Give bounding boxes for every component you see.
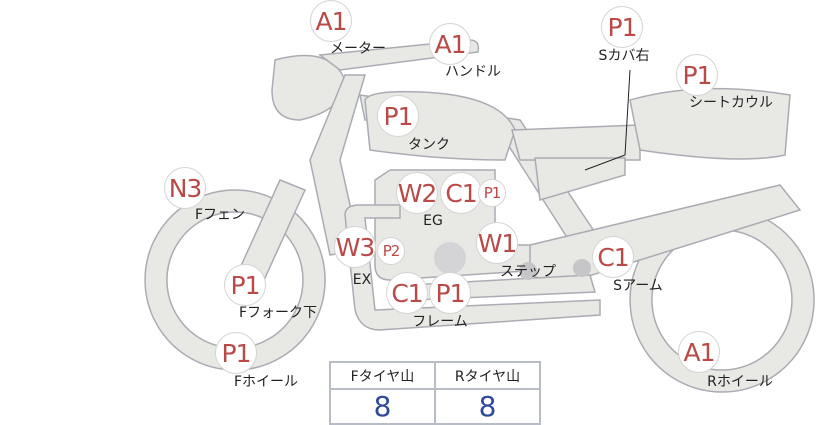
engine-cover bbox=[434, 242, 466, 274]
label-front-fork-lower: Fフォーク下 bbox=[238, 305, 318, 321]
label-rear-wheel: Rホイール bbox=[707, 374, 773, 390]
badge-engine-w2: W2 bbox=[396, 172, 438, 214]
badge-rear-wheel: A1 bbox=[678, 331, 720, 373]
badge-frame-p1: P1 bbox=[429, 272, 471, 314]
label-side-cover-right: Sカバ右 bbox=[598, 48, 650, 64]
label-seat-cowl: シートカウル bbox=[689, 95, 773, 111]
label-frame: フレーム bbox=[412, 314, 468, 330]
rear-tire-value: 8 bbox=[434, 388, 541, 425]
leader-line bbox=[584, 69, 631, 171]
seat bbox=[511, 124, 641, 161]
badge-swing-arm: C1 bbox=[592, 236, 634, 278]
badge-front-fender: N3 bbox=[164, 167, 206, 209]
badge-front-wheel: P1 bbox=[215, 332, 257, 374]
tire-tread-table: Fタイヤ山 Rタイヤ山 8 8 bbox=[329, 361, 541, 425]
badge-engine-p1: P1 bbox=[478, 179, 506, 207]
label-tank: タンク bbox=[408, 137, 450, 153]
side-cover bbox=[534, 157, 626, 201]
label-exhaust: EX bbox=[352, 272, 372, 288]
badge-tank: P1 bbox=[377, 95, 419, 137]
badge-meter: A1 bbox=[310, 0, 352, 42]
step-peg bbox=[519, 262, 537, 280]
badge-seat-cowl: P1 bbox=[676, 54, 718, 96]
badge-side-cover-right: P1 bbox=[601, 6, 643, 48]
badge-exhaust-w3: W3 bbox=[334, 226, 376, 268]
badge-frame-c1: C1 bbox=[386, 272, 428, 314]
badge-handle: A1 bbox=[429, 23, 471, 65]
label-engine: EG bbox=[423, 213, 443, 229]
seat-cowl bbox=[629, 87, 791, 160]
badge-front-fork-lower: P1 bbox=[224, 264, 266, 306]
label-meter: メーター bbox=[330, 41, 386, 57]
label-swing-arm: Sアーム bbox=[613, 278, 663, 294]
label-front-fender: Fフェン bbox=[194, 207, 246, 223]
label-step: ステップ bbox=[500, 264, 556, 280]
front-tire-header: Fタイヤ山 bbox=[329, 361, 436, 390]
label-front-wheel: Fホイール bbox=[233, 374, 299, 390]
rear-tire-header: Rタイヤ山 bbox=[434, 361, 541, 390]
label-handle: ハンドル bbox=[445, 64, 501, 80]
badge-exhaust-p2: P2 bbox=[377, 237, 405, 265]
badge-engine-c1: C1 bbox=[440, 172, 482, 214]
exhaust bbox=[344, 204, 601, 331]
front-tire-value: 8 bbox=[329, 388, 436, 425]
badge-step: W1 bbox=[476, 222, 518, 264]
step-peg-rear bbox=[573, 259, 591, 277]
